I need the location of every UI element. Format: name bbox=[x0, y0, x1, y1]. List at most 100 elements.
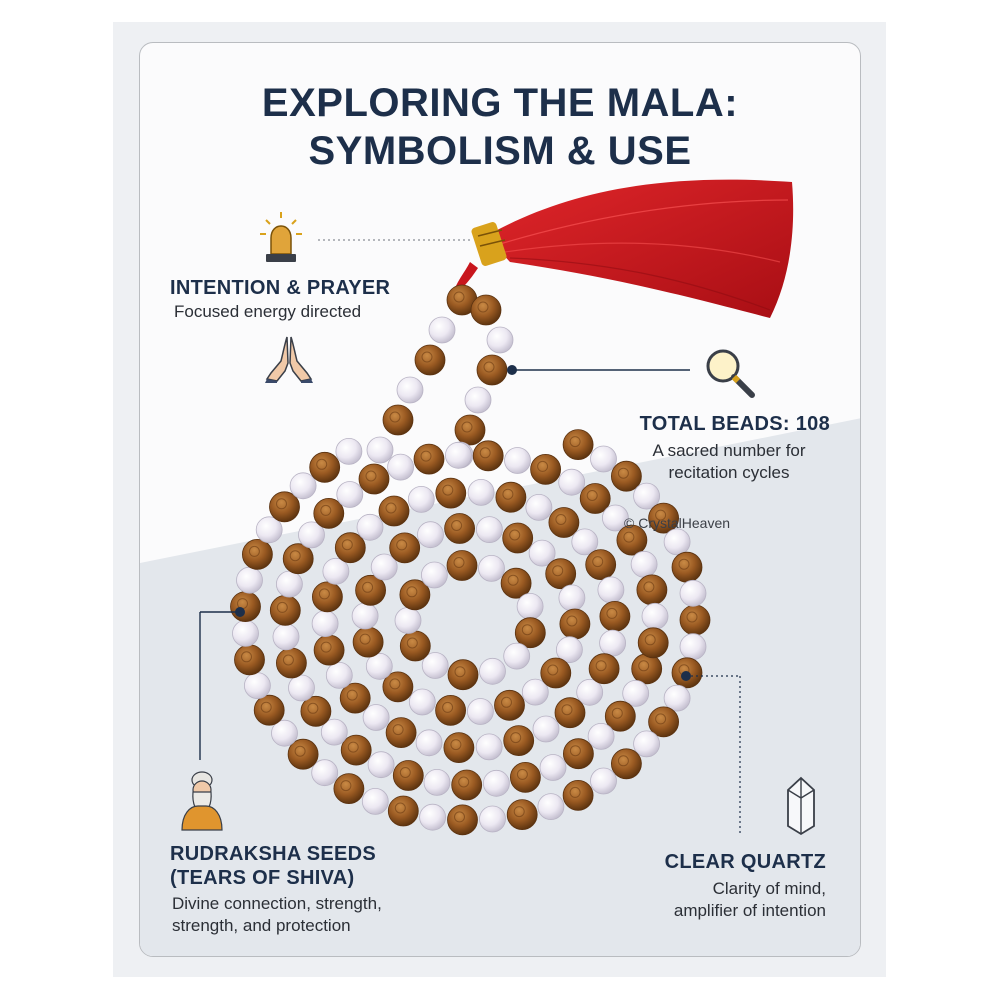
quartz-bead bbox=[366, 436, 394, 464]
bead-texture bbox=[450, 739, 462, 751]
quartz-bead bbox=[367, 751, 395, 779]
quartz-bead bbox=[325, 662, 353, 689]
rudraksha-bead bbox=[500, 567, 532, 599]
rudraksha-bead bbox=[385, 717, 417, 748]
quartz-bead bbox=[521, 678, 549, 706]
bead-texture bbox=[318, 588, 330, 600]
quartz-bead bbox=[475, 516, 503, 543]
rudraksha-bead bbox=[451, 769, 483, 801]
bead-texture bbox=[617, 755, 629, 767]
quartz-bead bbox=[663, 684, 691, 712]
bead-texture bbox=[501, 696, 512, 708]
quartz-bead bbox=[415, 729, 443, 757]
quartz-description-1: Clarity of mind, bbox=[712, 879, 826, 898]
rudraksha-bead bbox=[579, 483, 611, 514]
bead-texture bbox=[282, 654, 294, 666]
quartz-bead bbox=[428, 316, 456, 344]
bead-texture bbox=[454, 811, 465, 823]
bead-texture bbox=[399, 767, 411, 778]
bead-texture bbox=[442, 484, 454, 496]
quartz-bead bbox=[504, 447, 531, 474]
rudraksha-bead bbox=[503, 725, 535, 756]
bead-texture bbox=[389, 411, 401, 423]
bead-texture bbox=[406, 586, 418, 598]
bead-texture bbox=[643, 581, 655, 593]
rudraksha-bead bbox=[554, 697, 586, 729]
quartz-bead bbox=[320, 718, 348, 746]
rudraksha-bead bbox=[282, 543, 314, 575]
bead-texture bbox=[502, 488, 514, 500]
bead-texture bbox=[461, 421, 473, 433]
bead-texture bbox=[365, 470, 377, 482]
bead-texture bbox=[453, 291, 465, 303]
rudraksha-bead bbox=[334, 532, 366, 564]
quartz-bead bbox=[571, 528, 599, 556]
bead-texture bbox=[547, 664, 559, 676]
quartz-bead bbox=[419, 803, 447, 831]
bead-texture bbox=[566, 615, 578, 627]
bead-texture bbox=[644, 634, 656, 646]
rudraksha-bead bbox=[562, 429, 594, 461]
title-line-2: SYMBOLISM & USE bbox=[308, 129, 692, 173]
rudraksha-bead bbox=[514, 617, 546, 649]
total-beads-description-1: A sacred number for bbox=[652, 441, 806, 460]
quartz-bead bbox=[322, 557, 350, 585]
rudraksha-bead bbox=[253, 694, 285, 726]
sage-icon bbox=[181, 771, 223, 831]
bead-texture bbox=[655, 509, 667, 521]
rudraksha-bead bbox=[510, 762, 541, 793]
rudraksha-bead bbox=[540, 657, 572, 689]
rudraksha-bead bbox=[562, 780, 594, 811]
rudraksha-bead bbox=[495, 481, 527, 513]
quartz-bead bbox=[289, 472, 317, 500]
quartz-bead bbox=[420, 561, 448, 589]
quartz-bead bbox=[417, 521, 444, 549]
rudraksha-bead bbox=[637, 627, 669, 659]
quartz-bead bbox=[590, 767, 617, 795]
rudraksha-bead bbox=[382, 404, 414, 436]
bead-texture bbox=[611, 707, 623, 719]
bead-texture bbox=[406, 637, 418, 649]
intention-heading: INTENTION & PRAYER bbox=[170, 277, 391, 299]
bead-texture bbox=[569, 786, 581, 798]
rudraksha-bead bbox=[443, 732, 475, 763]
bead-texture bbox=[276, 601, 288, 613]
quartz-bead bbox=[370, 553, 398, 581]
watermark: © CrystalHeaven bbox=[624, 515, 731, 531]
bead-texture bbox=[686, 611, 698, 623]
rudraksha-bead bbox=[530, 453, 561, 485]
bead-texture bbox=[320, 504, 332, 516]
bead-texture bbox=[442, 701, 454, 713]
bead-texture bbox=[389, 678, 401, 690]
bead-texture bbox=[592, 556, 604, 568]
rudraksha-bead bbox=[392, 760, 424, 791]
quartz-bead bbox=[311, 759, 339, 787]
bead-texture bbox=[359, 633, 371, 645]
bead-texture bbox=[617, 467, 629, 479]
rudraksha-bead bbox=[413, 443, 445, 475]
quartz-bead bbox=[408, 688, 436, 716]
quartz-bead bbox=[556, 636, 583, 664]
quartz-bead bbox=[622, 680, 650, 707]
bead-texture bbox=[521, 624, 533, 636]
rudraksha-bead bbox=[648, 502, 679, 534]
bead-texture bbox=[569, 436, 581, 448]
rudraksha-bead bbox=[355, 574, 387, 606]
rudraksha-bead bbox=[382, 671, 414, 703]
rudraksha-bead bbox=[506, 799, 538, 830]
quartz-bead bbox=[466, 698, 494, 725]
bead-texture bbox=[595, 660, 607, 672]
tassel bbox=[452, 179, 794, 318]
quartz-bead bbox=[528, 539, 556, 567]
rudraksha-bead bbox=[241, 539, 273, 570]
bead-texture bbox=[458, 776, 470, 788]
rudraksha-bead bbox=[472, 440, 504, 472]
bead-texture bbox=[513, 806, 525, 818]
bead-texture bbox=[537, 460, 549, 472]
rudraksha-bead bbox=[588, 653, 620, 685]
rudraksha-bead bbox=[548, 507, 580, 538]
rudraksha-bead bbox=[648, 706, 679, 738]
crystal-icon bbox=[787, 776, 815, 836]
quartz-bead bbox=[421, 652, 449, 679]
